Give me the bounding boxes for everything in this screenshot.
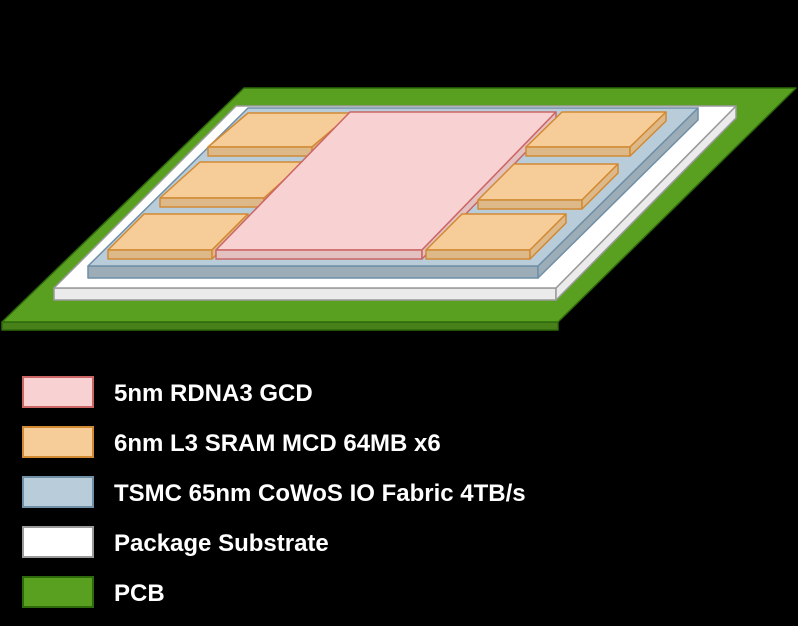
pcb-side (1, 321, 559, 331)
legend-label-gcd: 5nm RDNA3 GCD (114, 380, 313, 407)
mcd-swatch (22, 426, 94, 458)
mcd-chiplet-right-middle (477, 163, 619, 210)
legend-item-substrate: Package Substrate (22, 526, 782, 576)
gcd-swatch (22, 376, 94, 408)
io-fabric-swatch (22, 476, 94, 508)
legend-label-pcb: PCB (114, 580, 165, 607)
legend-item-io-fabric: TSMC 65nm CoWoS IO Fabric 4TB/s (22, 476, 782, 526)
io-fabric-side (87, 265, 539, 279)
legend-label-substrate: Package Substrate (114, 530, 329, 557)
legend-item-pcb: PCB (22, 576, 782, 626)
substrate-side (53, 287, 557, 301)
legend-label-mcd: 6nm L3 SRAM MCD 64MB x6 (114, 430, 441, 457)
mcd-chiplet-right-top (525, 111, 667, 157)
pcb-swatch (22, 576, 94, 608)
chip-package-diagram (1, 87, 797, 331)
legend: 5nm RDNA3 GCD 6nm L3 SRAM MCD 64MB x6 TS… (22, 376, 782, 626)
substrate-swatch (22, 526, 94, 558)
mcd-chiplet-right-bottom (425, 213, 567, 260)
legend-item-gcd: 5nm RDNA3 GCD (22, 376, 782, 426)
legend-item-mcd: 6nm L3 SRAM MCD 64MB x6 (22, 426, 782, 476)
legend-label-io-fabric: TSMC 65nm CoWoS IO Fabric 4TB/s (114, 480, 526, 507)
